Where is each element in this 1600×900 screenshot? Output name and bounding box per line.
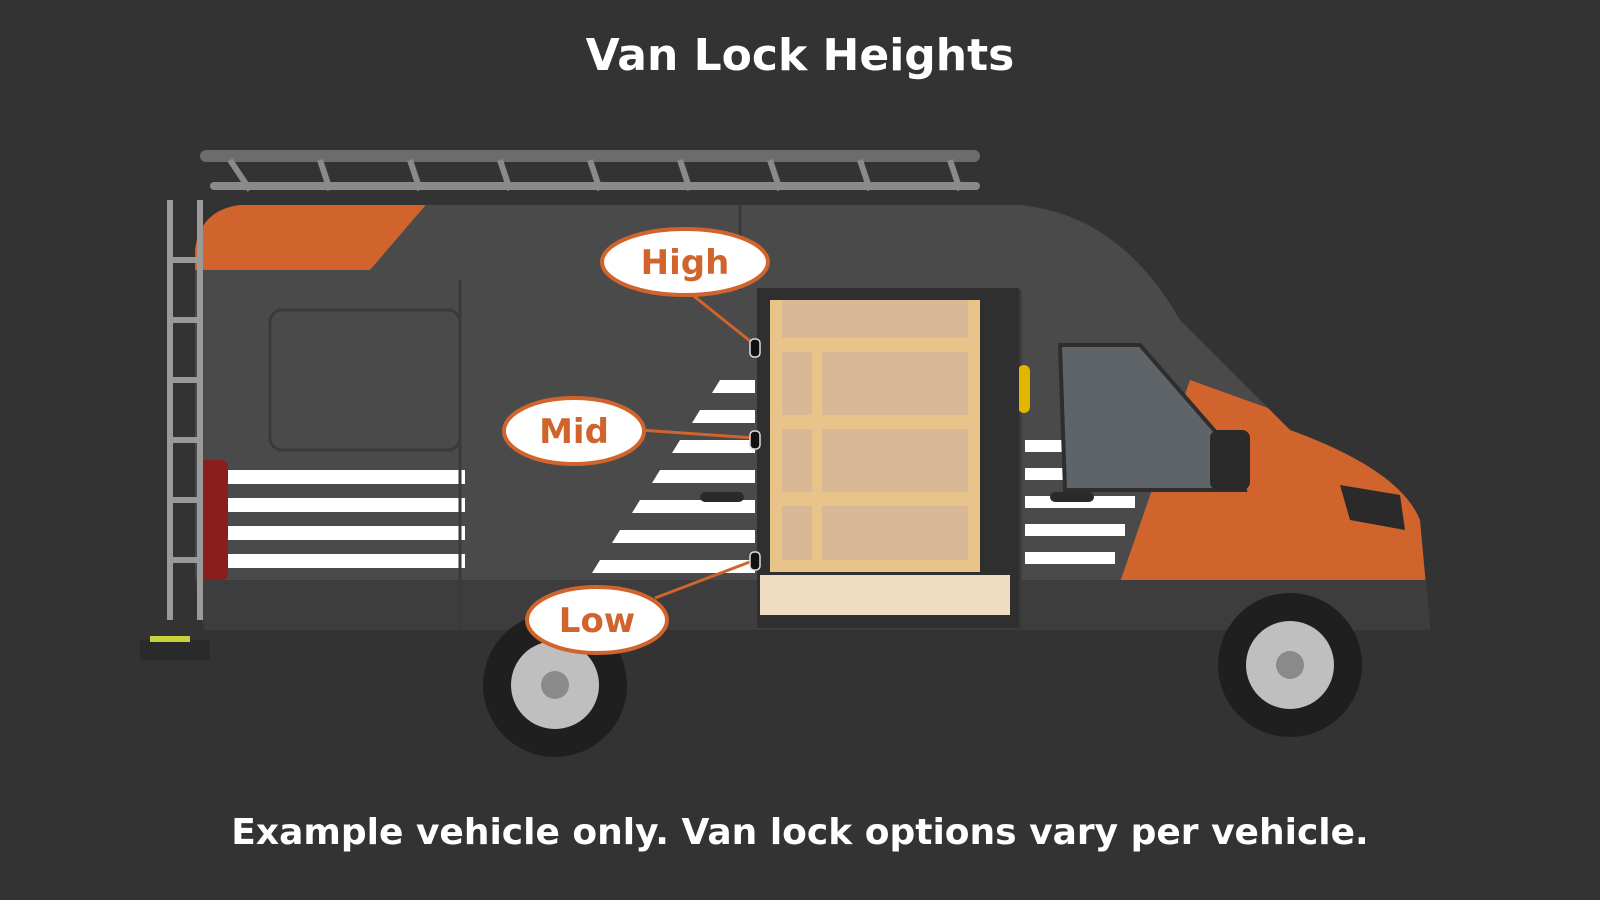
callout-low-label: Low xyxy=(559,601,635,641)
low-lock-icon xyxy=(749,551,761,571)
callout-low: Low xyxy=(525,585,669,655)
callout-mid-label: Mid xyxy=(539,412,609,452)
mid-lock-icon xyxy=(749,430,761,450)
low-leader-line xyxy=(654,558,756,600)
callout-mid: Mid xyxy=(502,396,646,466)
high-lock-icon xyxy=(749,338,761,358)
mid-leader-line xyxy=(639,428,756,440)
front-wheel xyxy=(1218,593,1362,737)
page-title: Van Lock Heights xyxy=(585,30,1015,81)
lock-markers xyxy=(639,283,761,600)
roof-rack xyxy=(200,150,980,192)
shelving-unit xyxy=(757,288,1019,628)
footer-note: Example vehicle only. Van lock options v… xyxy=(231,812,1369,853)
callout-high: High xyxy=(600,227,770,297)
callout-high-label: High xyxy=(641,243,730,283)
